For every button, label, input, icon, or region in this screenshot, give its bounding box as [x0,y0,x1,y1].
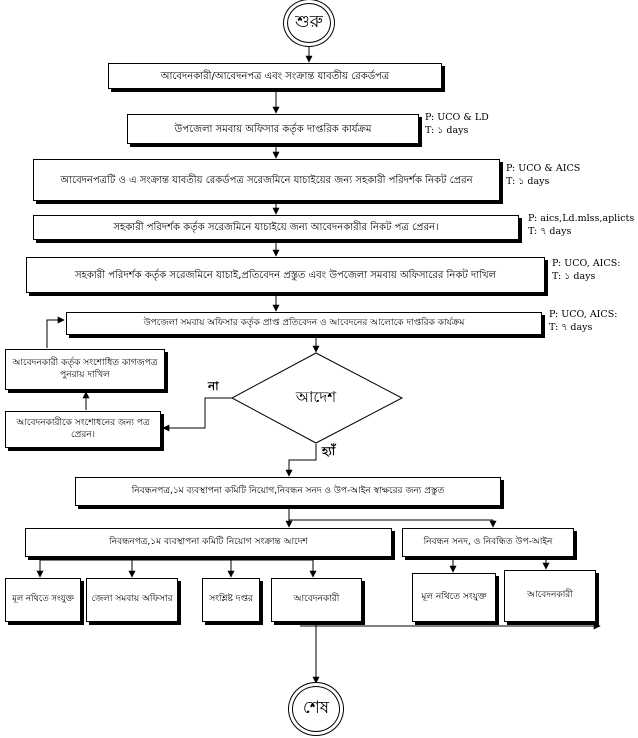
left-branch-title-box: নিবন্ধনপত্র,১ম ব্যবস্থাপনা কমিটি নিয়োগ … [25,528,392,557]
step-6-note: P: UCO, AICS:T: ৭ days [549,309,618,333]
notify-box: আবেদনকারীকে সংশোধনের জন্য পত্র প্রেরন। [5,411,161,448]
step-3-box: আবেদনপত্রটি ও এ সংক্রান্ত যাবতীয় রেকর্ড… [33,159,500,201]
right-target-1-box: মূল নথিতে সংযুক্ত [412,573,496,622]
left-target-3-box: সংশ্লিষ্ট দপ্তর [202,578,260,622]
left-target-1-box: মূল নথিতে সংযুক্ত [5,578,81,622]
decision-yes-label: হ্যাঁ [322,444,336,458]
step-5-note: P: UCO, AICS:T: ১ days [552,258,621,282]
decision-diamond [230,352,404,444]
right-branch-title-box: নিবন্ধন সনদ, ও নিবন্ধিত উপ-আইন [402,528,574,557]
decision-no-label: না [208,379,219,393]
right-target-2-box: আবেদনকারী [504,570,596,622]
step-6-box: উপজেলা সমবায় অফিসার কর্তৃক প্রাপ্ত প্রত… [66,312,542,335]
left-target-2-box: জেলা সমবায় অফিসার [86,578,178,622]
step-4-box: সহকারী পরিদর্শক কর্তৃক সরেজমিনে যাচাইয়ে… [33,215,519,240]
left-target-4-box: আবেদনকারী [271,578,362,622]
step-1-box: আবেদনকারী/আবেদনপত্র এবং সংক্রান্ত যাবতীয… [108,63,442,89]
resubmit-box: আবেদনকারী কর্তৃক সংশোধিত কাগজপত্র পুনরায… [5,349,165,390]
arrow-resubmit-to-step6 [46,316,65,348]
start-node: শুরু [287,3,331,43]
arrow-yes-to-prepare [285,444,317,477]
end-node: শেষ [292,686,340,732]
step-5-box: সহকারী পরিদর্শক কর্তৃক সরেজমিনে যাচাই,প্… [26,257,545,293]
step-2-box: উপজেলা সমবায় অফিসার কর্তৃক দাপ্তরিক কার… [127,114,419,144]
prepare-box: নিবন্ধনপত্র,১ম ব্যবস্থাপনা কমিটি নিয়োগ,… [75,477,501,506]
decision-label: আদেশ [295,388,337,406]
